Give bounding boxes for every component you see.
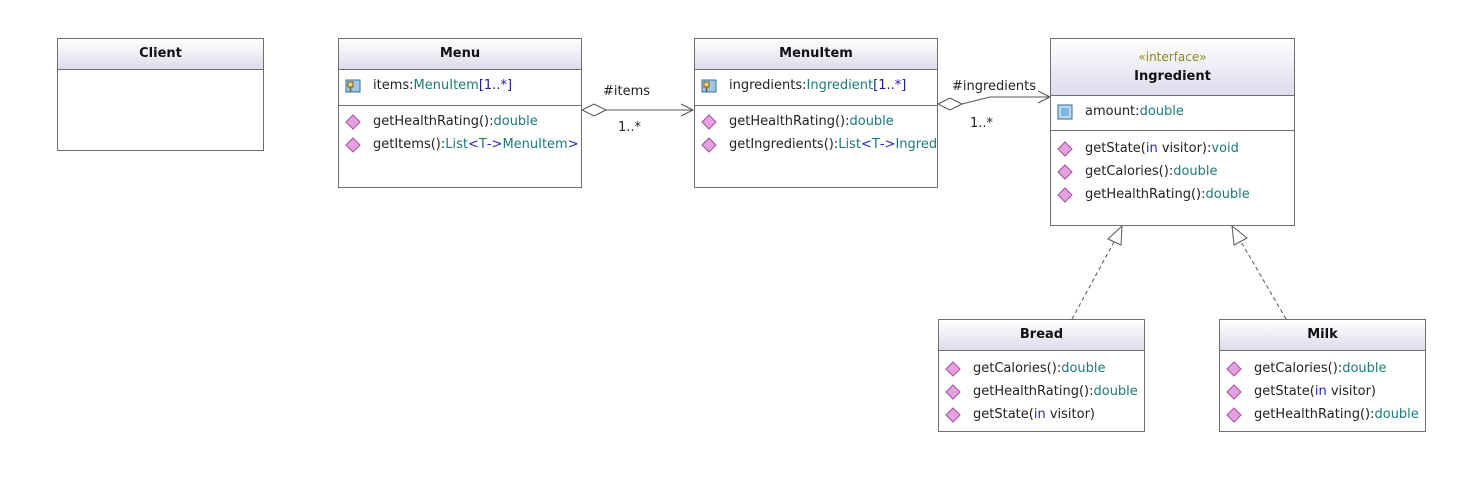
- operation-row[interactable]: getCalories():double: [1226, 357, 1425, 380]
- class-menu-attributes: items:MenuItem[1..*]: [339, 70, 581, 106]
- interface-ingredient[interactable]: «interface» Ingredient amount:double get…: [1050, 38, 1295, 226]
- operation-icon: [345, 113, 361, 130]
- class-milk-header: Milk: [1220, 320, 1425, 351]
- bread-realization-link[interactable]: [1071, 224, 1123, 320]
- class-client-header: Client: [58, 39, 263, 70]
- protected-attribute-icon: [345, 79, 361, 92]
- operation-row[interactable]: getItems():List<T->MenuItem>: [345, 133, 581, 156]
- class-bread[interactable]: Bread getCalories():double getHealthRati…: [938, 319, 1145, 432]
- operation-row[interactable]: getHealthRating():double: [1057, 183, 1294, 206]
- operation-row[interactable]: getState(in visitor):void: [1057, 137, 1294, 160]
- operation-row[interactable]: getHealthRating():double: [701, 110, 937, 133]
- operation-row[interactable]: getHealthRating():double: [1226, 403, 1425, 426]
- operation-icon: [1057, 186, 1073, 203]
- class-bread-header: Bread: [939, 320, 1144, 351]
- operation-row[interactable]: getState(in visitor): [1226, 380, 1425, 403]
- attribute-row[interactable]: items:MenuItem[1..*]: [345, 74, 581, 97]
- operation-row[interactable]: getHealthRating():double: [345, 110, 581, 133]
- milk-realization-link[interactable]: [1231, 224, 1287, 320]
- class-milk-operations: getCalories():double getState(in visitor…: [1220, 351, 1425, 426]
- class-menu[interactable]: Menu items:MenuItem[1..*] getHealthRatin…: [338, 38, 582, 188]
- class-menuitem-header: MenuItem: [695, 39, 937, 70]
- class-menu-operations: getHealthRating():double getItems():List…: [339, 106, 581, 156]
- interface-ingredient-name: Ingredient: [1134, 69, 1211, 84]
- operation-icon: [1226, 360, 1242, 377]
- operation-icon: [701, 136, 717, 153]
- items-role-label: #items: [603, 84, 651, 99]
- operation-row[interactable]: getCalories():double: [945, 357, 1144, 380]
- class-menu-header: Menu: [339, 39, 581, 70]
- operation-icon: [1226, 406, 1242, 423]
- attribute-row[interactable]: ingredients:Ingredient[1..*]: [701, 74, 937, 97]
- class-milk-name: Milk: [1307, 327, 1338, 342]
- class-menuitem-attributes: ingredients:Ingredient[1..*]: [695, 70, 937, 106]
- interface-ingredient-operations: getState(in visitor):void getCalories():…: [1051, 131, 1294, 206]
- class-menu-name: Menu: [439, 46, 481, 61]
- ingredients-multiplicity-label: 1..*: [970, 116, 994, 131]
- class-milk[interactable]: Milk getCalories():double getState(in vi…: [1219, 319, 1426, 432]
- interface-stereotype: «interface»: [1138, 50, 1207, 64]
- operation-icon: [701, 113, 717, 130]
- class-menuitem[interactable]: MenuItem ingredients:Ingredient[1..*] ge…: [694, 38, 938, 188]
- class-menuitem-operations: getHealthRating():double getIngredients(…: [695, 106, 937, 156]
- class-menuitem-name: MenuItem: [779, 46, 853, 61]
- operation-row[interactable]: getState(in visitor): [945, 403, 1144, 426]
- ingredients-role-label: #ingredients: [952, 79, 1037, 94]
- operation-icon: [1226, 383, 1242, 400]
- operation-icon: [1057, 140, 1073, 157]
- class-client-name: Client: [139, 46, 182, 61]
- items-multiplicity-label: 1..*: [618, 120, 642, 135]
- operation-row[interactable]: getIngredients():List<T->Ingredier: [701, 133, 937, 156]
- attribute-row[interactable]: amount:double: [1057, 100, 1294, 123]
- class-bread-operations: getCalories():double getHealthRating():d…: [939, 351, 1144, 426]
- items-aggregation-link[interactable]: [580, 103, 695, 117]
- interface-ingredient-attributes: amount:double: [1051, 96, 1294, 131]
- operation-icon: [345, 136, 361, 153]
- operation-row[interactable]: getHealthRating():double: [945, 380, 1144, 403]
- class-bread-name: Bread: [1019, 327, 1064, 342]
- public-attribute-icon: [1057, 104, 1073, 119]
- interface-ingredient-header: «interface» Ingredient: [1051, 39, 1294, 96]
- operation-row[interactable]: getCalories():double: [1057, 160, 1294, 183]
- operation-icon: [945, 360, 961, 377]
- ingredients-aggregation-link[interactable]: [936, 90, 1052, 111]
- operation-icon: [945, 383, 961, 400]
- operation-icon: [1057, 163, 1073, 180]
- operation-icon: [945, 406, 961, 423]
- protected-attribute-icon: [701, 79, 717, 92]
- class-client[interactable]: Client: [57, 38, 264, 151]
